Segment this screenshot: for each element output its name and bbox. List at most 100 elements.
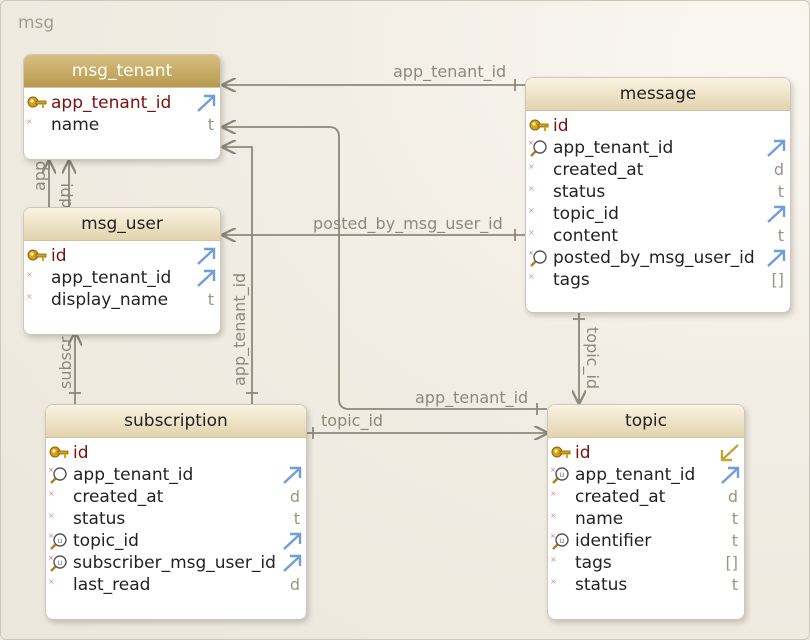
link-label: app_tenant_id (415, 388, 528, 408)
search-index-icon: × (528, 139, 550, 157)
column-name: name (575, 509, 624, 529)
column-row[interactable]: id (24, 245, 220, 267)
unique-index-icon: u× (550, 466, 572, 484)
column-row[interactable]: ×tags[] (548, 552, 744, 574)
svg-text:u: u (57, 558, 62, 567)
svg-text:×: × (48, 554, 54, 562)
column-name: id (553, 116, 569, 136)
column-type: t (731, 531, 738, 550)
column-icon: × (26, 269, 48, 287)
column-name: created_at (575, 487, 666, 507)
column-type: d (773, 160, 784, 179)
key-icon (26, 94, 48, 112)
table-title[interactable]: topic (548, 405, 744, 438)
column-type: d (727, 487, 738, 506)
column-icon: × (528, 271, 550, 289)
column-row[interactable]: u×topic_id (46, 530, 306, 552)
column-row[interactable]: u×app_tenant_id (548, 464, 744, 486)
foreign-key-out-icon (281, 553, 303, 573)
table-title[interactable]: message (526, 78, 790, 111)
column-name: display_name (51, 290, 169, 310)
foreign-key-in-icon (719, 443, 741, 463)
column-name: app_tenant_id (51, 268, 172, 288)
column-icon: × (528, 227, 550, 245)
svg-text:u: u (559, 470, 564, 479)
column-name: tags (575, 553, 612, 573)
column-name: id (51, 246, 67, 266)
table-title[interactable]: msg_user (24, 208, 220, 241)
column-row[interactable]: id (46, 442, 306, 464)
foreign-key-out-icon (281, 465, 303, 485)
column-row[interactable]: ×tags[] (526, 269, 790, 291)
column-icon: × (528, 161, 550, 179)
svg-text:u: u (559, 536, 564, 545)
table-title[interactable]: subscription (46, 405, 306, 438)
column-icon: × (528, 205, 550, 223)
column-row[interactable]: × app_tenant_id (526, 137, 790, 159)
column-row[interactable]: id (548, 442, 744, 464)
column-name: subscriber_msg_user_id (73, 553, 276, 573)
svg-text:×: × (48, 489, 55, 498)
column-name: identifier (575, 531, 652, 551)
svg-text:×: × (26, 270, 33, 279)
column-name: id (575, 443, 591, 463)
column-row[interactable]: × app_tenant_id (24, 267, 220, 289)
relation-line (223, 147, 253, 404)
column-row[interactable]: id (526, 115, 790, 137)
column-row[interactable]: u×subscriber_msg_user_id (46, 552, 306, 574)
group-label: msg (18, 13, 55, 33)
svg-text:×: × (528, 162, 535, 171)
svg-text:×: × (48, 577, 55, 586)
svg-text:×: × (550, 511, 557, 520)
column-icon: × (48, 576, 70, 594)
svg-text:×: × (528, 272, 535, 281)
link-label: posted_by_msg_user_id (313, 214, 503, 234)
foreign-key-out-icon (195, 246, 217, 266)
link-label: app_tenant_id (230, 273, 250, 386)
unique-index-icon: u× (48, 554, 70, 572)
svg-text:×: × (48, 511, 55, 520)
column-icon: × (528, 183, 550, 201)
key-icon (528, 117, 550, 135)
column-row[interactable]: app_tenant_id (24, 92, 220, 114)
foreign-key-out-icon (195, 268, 217, 288)
column-name: created_at (73, 487, 164, 507)
column-type: t (731, 509, 738, 528)
column-name: app_tenant_id (553, 138, 674, 158)
svg-text:×: × (528, 228, 535, 237)
column-row[interactable]: ×posted_by_msg_user_id (526, 247, 790, 269)
table-subscription[interactable]: subscription id×app_tenant_id × created_at… (45, 404, 307, 620)
column-row[interactable]: ×topic_id (526, 203, 790, 225)
column-row[interactable]: ×app_tenant_id (46, 464, 306, 486)
column-icon: × (26, 291, 48, 309)
column-type: t (293, 509, 300, 528)
key-icon (550, 444, 572, 462)
svg-text:×: × (528, 249, 534, 257)
svg-text:×: × (550, 555, 557, 564)
table-title[interactable]: msg_tenant (24, 55, 220, 88)
svg-text:×: × (26, 292, 33, 301)
column-name: id (73, 443, 89, 463)
column-name: status (553, 182, 606, 202)
column-icon: × (26, 116, 48, 134)
svg-text:×: × (528, 139, 534, 147)
svg-text:×: × (550, 466, 556, 474)
column-icon: × (48, 488, 70, 506)
column-row[interactable]: × name t (548, 508, 744, 530)
column-type: t (731, 575, 738, 594)
